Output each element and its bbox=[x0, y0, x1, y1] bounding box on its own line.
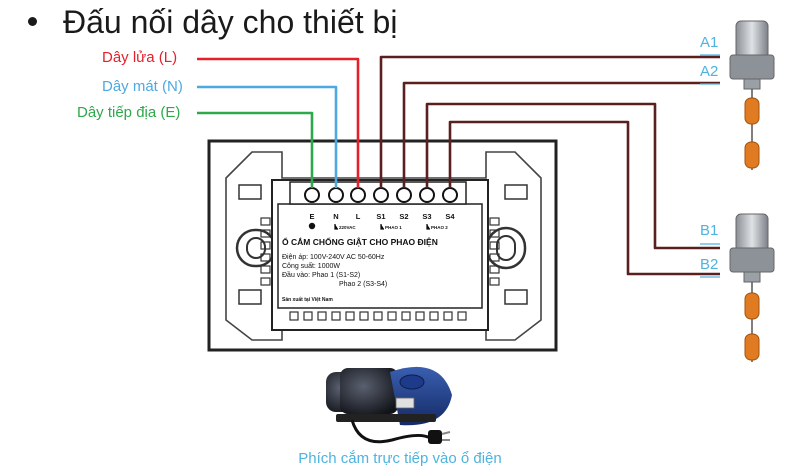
pump-label-plate bbox=[395, 397, 415, 409]
group-label-power: 220VAC bbox=[339, 225, 356, 230]
group-label-float1: PHAO 1 bbox=[385, 225, 402, 230]
plate-clip-tl bbox=[238, 184, 262, 200]
float-b-base bbox=[743, 271, 761, 283]
terminal-screw-s3[interactable] bbox=[419, 187, 435, 203]
power-wires bbox=[197, 57, 360, 188]
pump-power-cord bbox=[350, 419, 431, 444]
group-brackets bbox=[334, 224, 430, 230]
label-panel bbox=[277, 203, 483, 309]
terminal-screw-s4[interactable] bbox=[442, 187, 458, 203]
bullet-icon bbox=[28, 17, 37, 27]
page-title: Đấu nối dây cho thiết bị bbox=[28, 4, 397, 41]
pump-label-b2: B2 bbox=[700, 256, 719, 273]
earth-wire bbox=[197, 111, 314, 188]
terminal-screw-n[interactable] bbox=[328, 187, 344, 203]
terminal-screw-s2[interactable] bbox=[396, 187, 412, 203]
float-a-bulb-2 bbox=[744, 141, 760, 169]
float-a-housing bbox=[735, 20, 769, 60]
group-label-float2: PHAO 2 bbox=[431, 225, 448, 230]
pump-outlet bbox=[399, 374, 425, 390]
spec-input-2: Phao 2 (S3-S4) bbox=[339, 281, 387, 288]
terminal-label-s2: S2 bbox=[399, 212, 408, 221]
terminal-label-e: E bbox=[309, 212, 314, 221]
float-a-bracket bbox=[729, 54, 775, 80]
power-plug-icon bbox=[428, 430, 442, 444]
live-wire bbox=[197, 57, 360, 188]
float-a-base bbox=[743, 78, 761, 90]
live-wire-label: Dây lửa (L) bbox=[102, 49, 178, 66]
float-b-bulb-1 bbox=[744, 292, 760, 320]
terminal-screw-e[interactable] bbox=[304, 187, 320, 203]
group-labels: 220VAC PHAO 1 PHAO 2 bbox=[339, 225, 448, 230]
earth-wire-label: Dây tiếp địa (E) bbox=[77, 104, 181, 121]
plate-clip-tr bbox=[504, 184, 528, 200]
spec-input-1: Đầu vào: Phao 1 (S1-S2) bbox=[282, 270, 360, 279]
plug-pin-1 bbox=[441, 431, 451, 435]
float-switch-b bbox=[729, 213, 775, 362]
terminal-label-s4: S4 bbox=[445, 212, 455, 221]
block-side-pins bbox=[260, 217, 500, 286]
water-pump-image bbox=[326, 366, 452, 444]
pump-base bbox=[336, 414, 436, 422]
pump-label-a2: A2 bbox=[700, 63, 719, 80]
terminal-labels: E N L S1 S2 S3 S4 bbox=[309, 212, 455, 221]
neutral-wire-label: Dây mát (N) bbox=[102, 78, 183, 95]
plate-clip-bl bbox=[238, 289, 262, 305]
plate-left-screw-hole bbox=[246, 237, 266, 259]
plate-clip-br bbox=[504, 289, 528, 305]
spec-voltage: Điện áp: 100V-240V AC 50-60Hz bbox=[282, 254, 385, 261]
float-wire-s1-a1 bbox=[379, 55, 720, 188]
pump-label-a1: A1 bbox=[700, 34, 719, 51]
terminal-label-n: N bbox=[333, 212, 338, 221]
made-in: Sản xuất tại Việt Nam bbox=[282, 296, 333, 303]
pump-caption: Phích cắm trực tiếp vào ổ điện bbox=[298, 450, 502, 467]
plate-inner-outline bbox=[225, 151, 542, 341]
pump-label-underlines bbox=[700, 54, 720, 278]
page-title-text: Đấu nối dây cho thiết bị bbox=[63, 4, 398, 40]
float-a-bulb-1 bbox=[744, 97, 760, 125]
terminal-screw-l[interactable] bbox=[350, 187, 366, 203]
terminal-label-s3: S3 bbox=[422, 212, 431, 221]
screw-terminals bbox=[289, 181, 467, 205]
float-b-housing bbox=[735, 213, 769, 253]
device-name: Ổ CẮM CHỐNG GIẬT CHO PHAO ĐIỆN bbox=[282, 236, 438, 247]
pump-motor bbox=[340, 368, 398, 414]
plate-right-screw-hole bbox=[496, 235, 516, 261]
float-b-bracket bbox=[729, 247, 775, 273]
spec-power: Công suất: 1000W bbox=[282, 261, 340, 270]
float-wire-s4-b2 bbox=[448, 120, 720, 276]
terminal-screw-s1[interactable] bbox=[373, 187, 389, 203]
float-wire-s2-a2 bbox=[402, 81, 720, 188]
earth-symbol-icon bbox=[308, 222, 316, 230]
terminal-label-s1: S1 bbox=[376, 212, 385, 221]
pump-label-b1: B1 bbox=[700, 222, 719, 239]
neutral-wire bbox=[197, 85, 338, 188]
device-specs: Điện áp: 100V-240V AC 50-60Hz Công suất:… bbox=[282, 254, 387, 288]
terminal-label-l: L bbox=[356, 212, 361, 221]
float-wire-s3-b1 bbox=[425, 102, 720, 250]
block-bottom-pins bbox=[289, 311, 467, 321]
float-wires bbox=[379, 55, 720, 276]
float-switch-a bbox=[729, 20, 775, 170]
float-b-bulb-2 bbox=[744, 333, 760, 361]
